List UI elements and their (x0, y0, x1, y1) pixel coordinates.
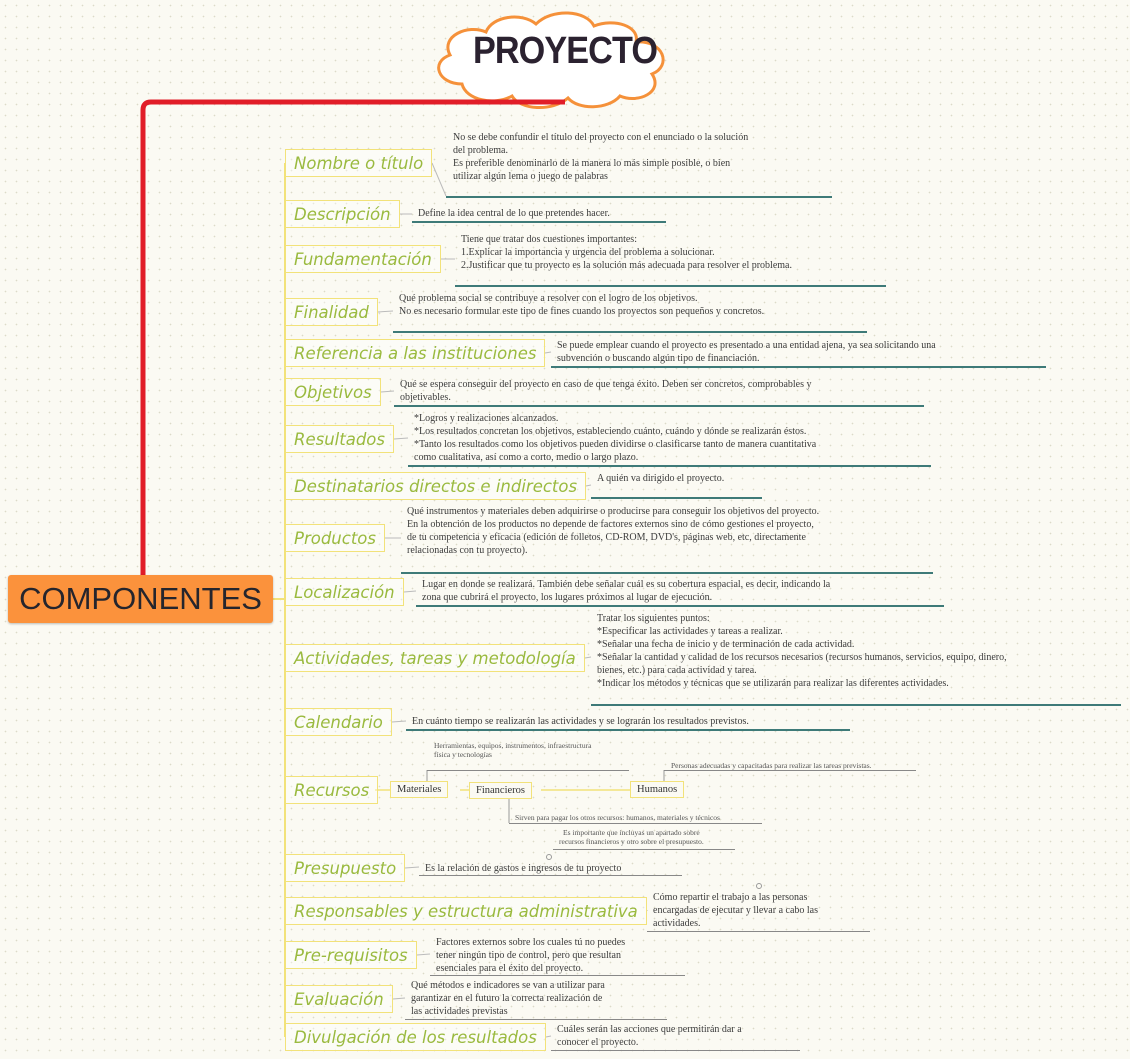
underline (394, 405, 924, 407)
detail-connector (545, 1035, 552, 1038)
detail-connector (392, 997, 406, 1000)
detail-connector (585, 484, 592, 487)
root-topic-componentes[interactable]: COMPONENTES (8, 575, 273, 623)
subtopic-materiales[interactable]: Materiales (390, 781, 449, 798)
expand-dot-icon (756, 883, 762, 889)
detail-divulgacion[interactable]: Cuáles serán las acciones que permitirán… (557, 1024, 742, 1048)
underline (591, 497, 762, 499)
underline (427, 770, 629, 771)
topic-evaluacion[interactable]: Evaluación (285, 985, 393, 1013)
detail-fundamentacion[interactable]: Tiene que tratar dos cuestiones importan… (461, 234, 792, 271)
topic-objetivos[interactable]: Objetivos (285, 378, 381, 406)
detail-objetivos[interactable]: Qué se espera conseguir del proyecto en … (400, 379, 812, 403)
topic-descripcion[interactable]: Descripción (285, 200, 400, 228)
topic-productos[interactable]: Productos (285, 524, 385, 552)
underline (406, 729, 850, 731)
subtopic-financieros[interactable]: Financieros (469, 782, 532, 799)
presupuesto-note[interactable]: Es importante que incluyas un apartado s… (559, 828, 704, 846)
topic-presupuesto[interactable]: Presupuesto (285, 854, 406, 882)
topic-resultados[interactable]: Resultados (285, 425, 394, 453)
topic-fundamentacion[interactable]: Fundamentación (285, 245, 441, 273)
expand-dot-icon (546, 854, 552, 860)
underline (551, 1050, 800, 1051)
detail-referencia[interactable]: Se puede emplear cuando el proyecto es p… (557, 340, 936, 364)
detail-connector (380, 390, 395, 393)
underline (553, 849, 735, 850)
underline (430, 975, 685, 976)
detail-finalidad[interactable]: Qué problema social se contribuye a reso… (399, 293, 765, 317)
underline (416, 605, 944, 607)
detail-evaluacion[interactable]: Qué métodos e indicadores se van a utili… (411, 980, 605, 1017)
materiales-note[interactable]: Herramientas, equipos, instrumentos, inf… (434, 741, 592, 759)
underline (664, 770, 916, 771)
detail-presupuesto[interactable]: Es la relación de gastos e ingresos de t… (425, 863, 622, 874)
humanos-note[interactable]: Personas adecuadas y capacitadas para re… (671, 761, 872, 770)
topic-responsables[interactable]: Responsables y estructura administrativa (285, 897, 647, 925)
main-branch-line (140, 99, 565, 575)
detail-connector (404, 866, 420, 869)
topic-finalidad[interactable]: Finalidad (285, 298, 378, 326)
topic-referencia-instituciones[interactable]: Referencia a las instituciones (285, 339, 546, 367)
underline (446, 196, 832, 198)
detail-connector (377, 310, 394, 313)
detail-productos[interactable]: Qué instrumentos y materiales deben adqu… (407, 506, 820, 556)
topic-calendario[interactable]: Calendario (285, 708, 392, 736)
underline (455, 285, 886, 287)
detail-pre-requisitos[interactable]: Factores externos sobre los cuales tú no… (436, 937, 626, 974)
detail-localizacion[interactable]: Lugar en donde se realizará. También deb… (422, 579, 831, 603)
topic-destinatarios[interactable]: Destinatarios directos e indirectos (285, 472, 587, 500)
detail-destinatarios[interactable]: A quién va dirigido el proyecto. (597, 473, 725, 484)
underline (647, 931, 870, 932)
detail-descripcion[interactable]: Define la idea central de lo que pretend… (418, 208, 610, 219)
underline (591, 704, 1121, 706)
underline (408, 465, 931, 467)
central-topic-title[interactable]: PROYECTO (472, 30, 658, 72)
detail-resultados[interactable]: *Logros y realizaciones alcanzados.*Los … (414, 413, 817, 463)
detail-connector (416, 953, 431, 956)
detail-connector (431, 162, 447, 197)
underline (509, 823, 762, 824)
financieros-note[interactable]: Sirven para pagar los otros recursos: hu… (515, 813, 720, 822)
topic-localizacion[interactable]: Localización (285, 578, 404, 606)
detail-actividades[interactable]: Tratar los siguientes puntos:*Especifica… (597, 613, 1007, 689)
topic-actividades[interactable]: Actividades, tareas y metodología (285, 644, 585, 672)
topic-pre-requisitos[interactable]: Pre-requisitos (285, 941, 417, 969)
underline (393, 331, 867, 333)
underline (551, 366, 1046, 368)
title-cloud-shape (437, 11, 665, 110)
detail-nombre[interactable]: No se debe confundir el título del proye… (453, 132, 749, 182)
underline (405, 1019, 667, 1020)
underline (419, 875, 682, 876)
detail-connector (391, 720, 407, 723)
detail-calendario[interactable]: En cuánto tiempo se realizarán las activ… (412, 716, 749, 727)
detail-connector (403, 590, 417, 593)
underline (401, 572, 933, 574)
topic-divulgacion[interactable]: Divulgación de los resultados (285, 1023, 546, 1051)
subtopic-humanos[interactable]: Humanos (630, 781, 685, 798)
detail-connector (393, 437, 409, 440)
detail-connector (544, 351, 552, 354)
underline (412, 221, 666, 223)
topic-recursos[interactable]: Recursos (285, 776, 379, 804)
detail-connector (584, 656, 592, 659)
topic-nombre-o-titulo[interactable]: Nombre o título (285, 149, 433, 177)
